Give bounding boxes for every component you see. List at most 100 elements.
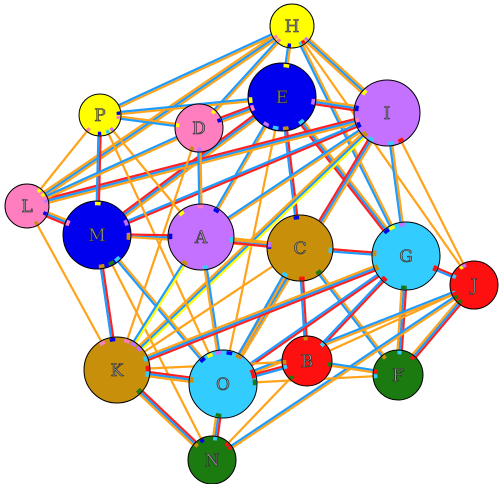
node-port <box>327 362 332 367</box>
node-port <box>253 112 260 120</box>
node-port <box>109 126 115 132</box>
node-port <box>189 376 194 383</box>
node-port <box>281 271 289 278</box>
node-label: A <box>194 228 208 248</box>
node-port <box>282 126 289 131</box>
edge-D-K <box>115 127 201 371</box>
node-G[interactable]: G <box>371 221 441 291</box>
node-port <box>36 188 42 194</box>
edge-stripe <box>26 25 293 207</box>
node-port <box>181 259 188 266</box>
edge-stripe <box>26 111 388 208</box>
node-circle <box>281 335 333 387</box>
edge-stripe <box>222 284 475 387</box>
node-circle <box>371 221 441 291</box>
node-port <box>177 134 182 140</box>
node-port <box>119 212 126 220</box>
node-port <box>361 130 369 138</box>
edge-stripe <box>116 247 301 371</box>
node-port <box>193 442 199 448</box>
node-port <box>315 269 322 276</box>
node-port <box>65 219 71 227</box>
node-F[interactable]: F <box>372 349 424 401</box>
node-D[interactable]: D <box>174 103 224 153</box>
node-port <box>226 350 233 356</box>
node-port <box>298 118 305 125</box>
edge-stripe <box>99 26 293 117</box>
node-port <box>273 34 279 40</box>
edge-stripe <box>221 254 407 385</box>
node-B[interactable]: B <box>281 335 333 387</box>
node-port <box>432 265 438 272</box>
node-port <box>461 263 467 269</box>
edge-stripe <box>200 113 389 239</box>
node-port <box>381 354 387 360</box>
edge-H-P <box>99 24 293 117</box>
node-port <box>123 338 131 344</box>
node-label: F <box>392 366 404 386</box>
node-port <box>224 441 230 448</box>
node-circle <box>83 336 151 404</box>
node-port <box>215 350 222 356</box>
node-K[interactable]: K <box>83 336 151 404</box>
node-port <box>229 237 234 243</box>
node-port <box>250 372 256 379</box>
node-port <box>123 219 129 227</box>
node-port <box>354 105 360 112</box>
node-A[interactable]: A <box>167 203 235 271</box>
edge-M-N <box>96 234 213 461</box>
node-O[interactable]: O <box>188 349 258 419</box>
node-C[interactable]: C <box>266 214 334 282</box>
node-label: L <box>21 197 32 217</box>
node-I[interactable]: I <box>353 79 421 147</box>
node-N[interactable]: N <box>187 435 237 484</box>
node-port <box>199 438 205 444</box>
node-J[interactable]: J <box>449 260 499 310</box>
node-circle <box>167 203 235 271</box>
edge-stripe <box>292 25 408 256</box>
node-port <box>356 121 362 129</box>
node-E[interactable]: E <box>247 62 317 132</box>
node-circle <box>62 200 132 270</box>
node-M[interactable]: M <box>62 200 132 270</box>
node-circle <box>188 349 258 419</box>
node-circle <box>78 93 122 137</box>
edge-I-A <box>199 111 389 239</box>
node-port <box>175 122 180 128</box>
edge-stripe <box>210 283 475 461</box>
node-port <box>223 216 230 224</box>
node-port <box>178 210 185 217</box>
node-port <box>451 273 457 279</box>
node-port <box>381 275 388 283</box>
node-port <box>199 356 206 364</box>
node-circle <box>187 435 237 484</box>
node-L[interactable]: L <box>4 183 50 229</box>
node-port <box>288 374 295 380</box>
node-port <box>210 109 217 115</box>
node-port <box>213 436 218 441</box>
node-port <box>397 137 405 143</box>
node-label: D <box>192 119 206 139</box>
node-port <box>249 104 256 112</box>
node-port <box>262 121 270 128</box>
edge-J-B <box>306 283 475 363</box>
edge-stripe <box>291 25 475 286</box>
node-label: J <box>469 276 478 296</box>
edge-stripe <box>96 234 213 461</box>
node-port <box>235 353 242 360</box>
node-H[interactable]: H <box>269 3 315 49</box>
node-P[interactable]: P <box>78 93 122 137</box>
node-port <box>367 136 375 142</box>
node-port <box>98 263 105 269</box>
node-port <box>34 220 39 226</box>
node-port <box>85 127 91 132</box>
node-port <box>271 261 278 269</box>
node-port <box>135 387 143 395</box>
node-port <box>40 192 46 198</box>
node-port <box>283 364 288 370</box>
node-port <box>105 129 111 135</box>
node-port <box>452 291 457 297</box>
edge-J-N <box>210 283 476 462</box>
node-label: N <box>205 451 220 471</box>
